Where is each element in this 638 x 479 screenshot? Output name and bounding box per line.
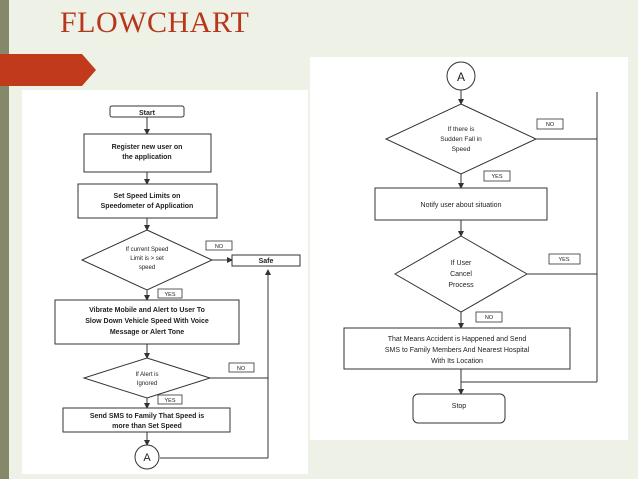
send-sms-line-2: more than Set Speed: [112, 423, 182, 430]
connector-a-right: [446, 61, 476, 91]
decision-speed-limit: [80, 229, 214, 291]
start-terminal: [109, 105, 185, 118]
yes-label-box: [157, 288, 183, 299]
decision-ignored-line-1: If Alert is: [135, 372, 158, 378]
decision-fall-line-3: Speed: [452, 146, 471, 153]
set-limits-line-1: Set Speed Limits on: [114, 193, 181, 200]
yes-label: YES: [164, 398, 175, 404]
set-limits-line-2: Speedometer of Application: [101, 203, 194, 210]
yes-label-box: [157, 394, 183, 405]
no-label-box: [205, 240, 233, 251]
stop-terminal: [412, 393, 506, 424]
set-limits-process: [77, 183, 218, 219]
decision-speed-line-2: Limit is > set: [130, 256, 164, 262]
register-line-2: the application: [122, 154, 171, 161]
register-process: [83, 133, 212, 173]
decision-cancel-line-2: Cancel: [450, 271, 472, 278]
yes-label: YES: [491, 174, 502, 180]
no-label: NO: [485, 315, 494, 321]
no-label: NO: [237, 366, 246, 372]
connector-a-right-label: A: [457, 70, 465, 84]
notify-label: Notify user about situation: [421, 202, 502, 209]
decision-speed-line-3: speed: [139, 265, 155, 271]
no-label: NO: [215, 244, 224, 250]
start-label: Start: [139, 110, 156, 117]
no-label-box: [536, 118, 564, 130]
accident-sms-process: [343, 327, 571, 370]
no-label-box: [228, 362, 255, 373]
vibrate-line-2: Slow Down Vehicle Speed With Voice: [85, 318, 209, 325]
accident-line-1: That Means Accident is Happened and Send: [388, 336, 527, 343]
safe-label: Safe: [259, 258, 274, 265]
vibrate-line-3: Message or Alert Tone: [110, 329, 184, 336]
notify-user-process: [374, 187, 548, 221]
send-sms-line-1: Send SMS to Family That Speed is: [90, 413, 204, 420]
decision-cancel-line-3: Process: [448, 282, 474, 289]
vibrate-alert-process: [54, 299, 240, 345]
slide-title: FLOWCHART: [60, 6, 250, 39]
side-accent-bar: [0, 0, 9, 479]
decision-fall-line-1: If there is: [448, 126, 475, 133]
vibrate-line-1: Vibrate Mobile and Alert to User To: [89, 307, 205, 314]
decision-user-cancel: [393, 235, 529, 313]
connector-a-left-label: A: [143, 452, 151, 464]
send-sms-process: [62, 407, 231, 433]
decision-sudden-fall: [384, 103, 538, 175]
yes-label: YES: [164, 292, 175, 298]
decision-speed-line-1: If current Speed: [126, 247, 169, 253]
decision-ignored-line-2: Ignored: [137, 381, 157, 387]
connector-a-left: [134, 444, 160, 470]
safe-process: [231, 254, 301, 267]
no-label-box: [475, 311, 503, 323]
yes-label-box: [548, 253, 581, 265]
stop-label: Stop: [452, 403, 467, 410]
register-line-1: Register new user on: [112, 144, 183, 151]
accident-line-2: SMS to Family Members And Nearest Hospit…: [385, 347, 530, 354]
title-ribbon: [0, 54, 96, 86]
no-label: NO: [546, 122, 555, 128]
decision-fall-line-2: Sudden Fall in: [440, 136, 482, 143]
yes-label: YES: [558, 257, 569, 263]
decision-alert-ignored: [82, 357, 212, 399]
yes-label-box: [483, 170, 511, 182]
accident-line-3: With Its Location: [431, 358, 483, 365]
decision-cancel-line-1: If User: [451, 260, 472, 267]
